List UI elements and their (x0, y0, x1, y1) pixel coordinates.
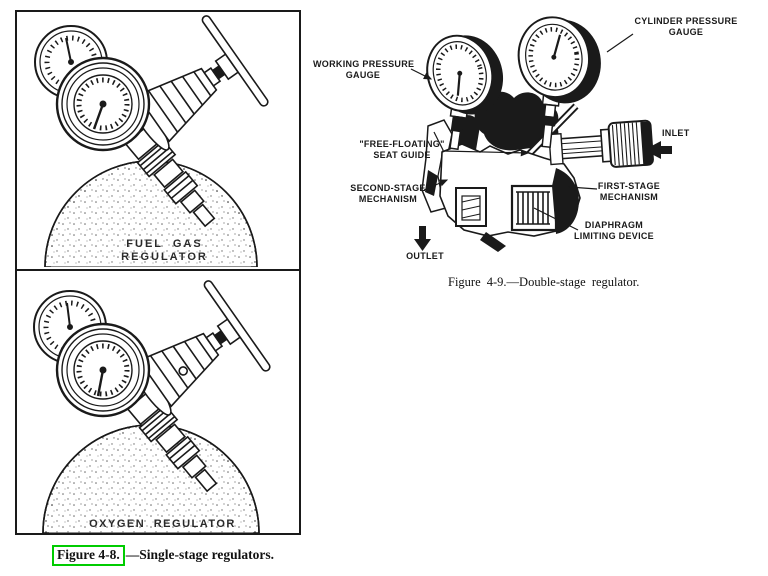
label-second-stage-mechanism: SECOND-STAGE MECHANISM (350, 183, 426, 204)
outlet-arrow-icon (414, 226, 431, 251)
label-working-pressure-gauge: WORKING PRESSURE GAUGE (313, 59, 415, 80)
fuel-gas-regulator-label: FUEL GAS REGULATOR (121, 238, 208, 263)
label-seat-guide: "FREE-FLOATING" SEAT GUIDE (359, 139, 445, 160)
figure-4-9-caption: Figure 4-9.—Double-stage regulator. (448, 275, 640, 289)
label-inlet: INLET (662, 128, 690, 138)
leader-cylinder-gauge (606, 33, 634, 53)
label-diaphragm-limiting-device: DIAPHRAGM LIMITING DEVICE (573, 220, 654, 241)
fuel-gas-regulator-panel: FUEL GAS REGULATOR (17, 12, 299, 271)
inlet-arrow-icon (644, 141, 672, 159)
figure-4-8-link[interactable]: Figure 4-8. (52, 545, 125, 566)
figure-4-9: WORKING PRESSURE GAUGE CYLINDER PRESSURE… (310, 0, 768, 300)
label-first-stage-mechanism: FIRST-STAGE MECHANISM (597, 181, 661, 202)
leader-first-stage (567, 183, 598, 192)
figure-4-8-caption-text: —Single-stage regulators. (125, 547, 274, 562)
fuel-gas-regulator-illustration (34, 15, 269, 267)
leader-second-stage (423, 179, 449, 191)
oxygen-regulator-label: OXYGEN REGULATOR (89, 518, 236, 530)
double-stage-regulator-illustration (410, 16, 672, 252)
leader-seat-guide (442, 149, 530, 157)
label-outlet: OUTLET (406, 251, 444, 261)
figure-4-8-caption: Figure 4-8.—Single-stage regulators. (52, 545, 274, 566)
figure-4-8-frame: FUEL GAS REGULATOR (15, 10, 301, 535)
oxygen-regulator-panel: OXYGEN REGULATOR (17, 271, 299, 535)
leader-diaphragm (533, 207, 579, 231)
oxygen-regulator-illustration (33, 280, 271, 533)
label-cylinder-pressure-gauge: CYLINDER PRESSURE GAUGE (634, 16, 738, 37)
leader-working-gauge (410, 68, 433, 80)
